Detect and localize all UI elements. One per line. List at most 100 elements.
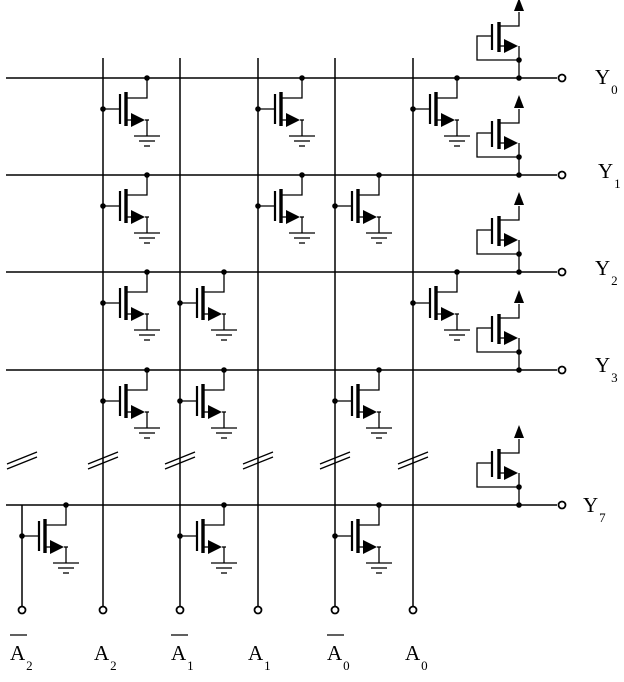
source-arrow — [50, 540, 64, 554]
drain-junction — [299, 172, 305, 178]
load-gate-feedback — [476, 132, 519, 158]
row-terminal-3 — [557, 365, 567, 375]
load-transistor-1 — [476, 95, 524, 178]
input-label-a1: A1 — [248, 641, 271, 673]
column-terminal-2 — [175, 605, 185, 615]
load-transistor-2 — [476, 192, 524, 275]
load-gate-feedback — [476, 462, 519, 488]
decoder-transistor-14 — [332, 502, 392, 574]
decoder-transistor-9 — [100, 367, 160, 439]
drain-lead — [281, 78, 303, 99]
drain-lead — [436, 272, 458, 293]
load-drain — [499, 216, 520, 221]
source-arrow — [131, 307, 145, 321]
load-drain — [499, 314, 520, 319]
source-arrow — [286, 210, 300, 224]
load-output-junction — [516, 367, 522, 373]
load-transistor-3 — [476, 290, 524, 373]
output-label-y0: Y0 — [595, 65, 618, 97]
source-arrow — [286, 113, 300, 127]
drain-junction — [144, 367, 150, 373]
drain-junction — [376, 172, 382, 178]
source-arrow — [363, 210, 377, 224]
load-source-arrow — [504, 136, 518, 150]
source-arrow — [131, 210, 145, 224]
input-label-a0: A0 — [405, 641, 428, 673]
decoder-transistor-4 — [255, 172, 315, 244]
row-terminal-2 — [557, 267, 567, 277]
load-gate-feedback — [476, 35, 519, 61]
supply-arrow — [514, 95, 524, 108]
source-arrow — [131, 113, 145, 127]
drain-lead — [126, 370, 148, 391]
drain-junction — [376, 502, 382, 508]
row-terminal-1 — [557, 170, 567, 180]
load-source-arrow — [504, 466, 518, 480]
break-line-1 — [397, 451, 429, 465]
drain-junction — [299, 75, 305, 81]
load-feedback-junction — [516, 251, 522, 257]
break-mark-2 — [164, 451, 196, 470]
input-label-a2: A2 — [94, 641, 117, 673]
decoder-transistor-10 — [177, 367, 237, 439]
load-output-junction — [516, 269, 522, 275]
decoder-transistor-6 — [100, 269, 160, 341]
load-drain — [499, 22, 520, 27]
drain-lead — [203, 272, 225, 293]
drain-lead — [436, 78, 458, 99]
source-arrow — [363, 540, 377, 554]
drain-lead — [281, 175, 303, 196]
drain-lead — [126, 175, 148, 196]
input-label-a1-bar: A1 — [171, 641, 194, 673]
drain-lead — [358, 505, 380, 526]
drain-junction — [221, 367, 227, 373]
load-output-junction — [516, 502, 522, 508]
decoder-transistor-2 — [410, 75, 470, 147]
decoder-transistor-0 — [100, 75, 160, 147]
decoder-transistor-7 — [177, 269, 237, 341]
break-line-2 — [6, 456, 38, 470]
drain-junction — [454, 75, 460, 81]
drain-lead — [126, 78, 148, 99]
column-terminal-3 — [253, 605, 263, 615]
drain-junction — [376, 367, 382, 373]
break-mark-5 — [397, 451, 429, 470]
load-source-arrow — [504, 233, 518, 247]
break-marks — [6, 451, 429, 470]
load-feedback-junction — [516, 57, 522, 63]
decoder-transistor-11 — [332, 367, 392, 439]
drain-lead — [203, 370, 225, 391]
source-arrow — [441, 307, 455, 321]
decoder-transistor-8 — [410, 269, 470, 341]
source-arrow — [363, 405, 377, 419]
drain-junction — [144, 172, 150, 178]
load-output-junction — [516, 172, 522, 178]
load-source-arrow — [504, 331, 518, 345]
label-layer: Y0 Y1 Y2 Y3 Y7 A2 A2 A1 A1 A0 A0 — [10, 65, 621, 673]
break-line-2 — [164, 456, 196, 470]
output-label-y7: Y7 — [583, 493, 606, 525]
drain-lead — [358, 370, 380, 391]
supply-arrow — [514, 0, 524, 11]
load-gate-feedback — [476, 327, 519, 353]
input-label-a0-bar: A0 — [327, 641, 350, 673]
source-arrow — [208, 540, 222, 554]
break-line-1 — [242, 451, 274, 465]
supply-arrow — [514, 192, 524, 205]
load-source-arrow — [504, 39, 518, 53]
drain-junction — [454, 269, 460, 275]
output-label-y2: Y2 — [595, 256, 618, 288]
drain-junction — [144, 75, 150, 81]
drain-lead — [45, 505, 67, 526]
break-line-2 — [242, 456, 274, 470]
wire-layer — [6, 58, 567, 615]
column-terminal-5 — [408, 605, 418, 615]
source-arrow — [208, 405, 222, 419]
break-line-1 — [164, 451, 196, 465]
decoder-transistor-13 — [177, 502, 237, 574]
drain-lead — [203, 505, 225, 526]
load-drain — [499, 449, 520, 454]
break-line-1 — [319, 451, 351, 465]
source-arrow — [441, 113, 455, 127]
